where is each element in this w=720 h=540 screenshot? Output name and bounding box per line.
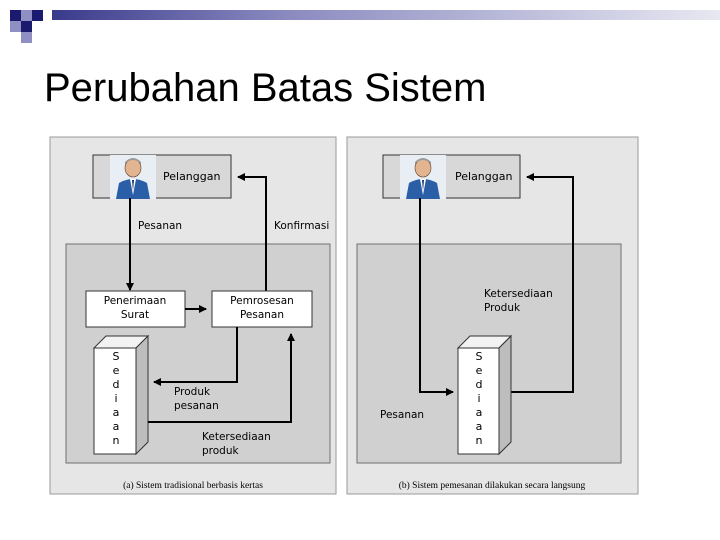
customer-label-b: Pelanggan xyxy=(455,170,512,183)
corner-square-dark-2 xyxy=(32,10,43,21)
confirmation-arrow-a xyxy=(237,173,267,291)
availability-label-a-1: Ketersediaan xyxy=(202,431,271,443)
caption-a: (a) Sistem tradisional berbasis kertas xyxy=(123,480,263,491)
customer-avatar-a xyxy=(109,154,157,200)
inventory-letter: a xyxy=(113,406,120,419)
inventory-box-a xyxy=(92,334,150,456)
panel-b: Pelanggan Ketersediaan Produk Pesanan S … xyxy=(346,136,639,495)
inventory-letter: i xyxy=(114,392,117,405)
inventory-letter: d xyxy=(113,378,120,391)
inventory-letter: d xyxy=(476,378,483,391)
order-processing-box xyxy=(211,290,313,328)
inventory-letter: e xyxy=(113,364,120,377)
slide-title: Perubahan Batas Sistem xyxy=(44,66,487,110)
order-label-b: Pesanan xyxy=(380,409,424,421)
availability-label-b-1: Ketersediaan xyxy=(484,288,553,300)
inventory-letter: S xyxy=(476,350,483,363)
corner-square-light-3 xyxy=(21,32,32,43)
order-label-a: Pesanan xyxy=(138,220,182,232)
inventory-letters-a: S e d i a a n xyxy=(113,350,120,447)
panel-a: Pelanggan Pesanan Konfirmasi Penerimaan … xyxy=(49,136,337,495)
order-arrow-b xyxy=(419,198,454,396)
customer-avatar-b xyxy=(399,154,447,200)
inventory-letter: a xyxy=(113,420,120,433)
corner-square-light-1 xyxy=(21,10,32,21)
inventory-box-b xyxy=(456,334,513,456)
product-order-label-2: pesanan xyxy=(174,400,219,412)
product-order-label-1: Produk xyxy=(174,386,211,398)
inventory-letter: n xyxy=(113,434,120,447)
customer-label-a: Pelanggan xyxy=(163,170,220,183)
mail-receipt-label-1: Penerimaan xyxy=(104,295,167,307)
inventory-letter: S xyxy=(113,350,120,363)
corner-square-dark-3 xyxy=(21,21,32,32)
inventory-letters-b: S e d i a a n xyxy=(476,350,483,447)
order-processing-label-2: Pesanan xyxy=(240,309,284,321)
header-gradient-bar xyxy=(52,10,720,20)
inventory-letter: n xyxy=(476,434,483,447)
inventory-letter: a xyxy=(476,420,483,433)
order-processing-label-1: Pemrosesan xyxy=(230,295,294,307)
product-order-arrow xyxy=(153,327,238,386)
availability-arrow-b xyxy=(511,173,574,393)
mail-receipt-box xyxy=(85,290,186,328)
corner-square-light-2 xyxy=(10,21,21,32)
corner-square-dark-1 xyxy=(10,10,21,21)
availability-arrow-a xyxy=(148,333,295,423)
mail-receipt-label-2: Surat xyxy=(121,309,149,321)
inventory-letter: a xyxy=(476,406,483,419)
inventory-letter: e xyxy=(476,364,483,377)
confirmation-label-a: Konfirmasi xyxy=(274,220,329,232)
availability-label-a-2: produk xyxy=(202,445,239,457)
inventory-letter: i xyxy=(477,392,480,405)
caption-b: (b) Sistem pemesanan dilakukan secara la… xyxy=(399,480,586,491)
availability-label-b-2: Produk xyxy=(484,302,521,314)
